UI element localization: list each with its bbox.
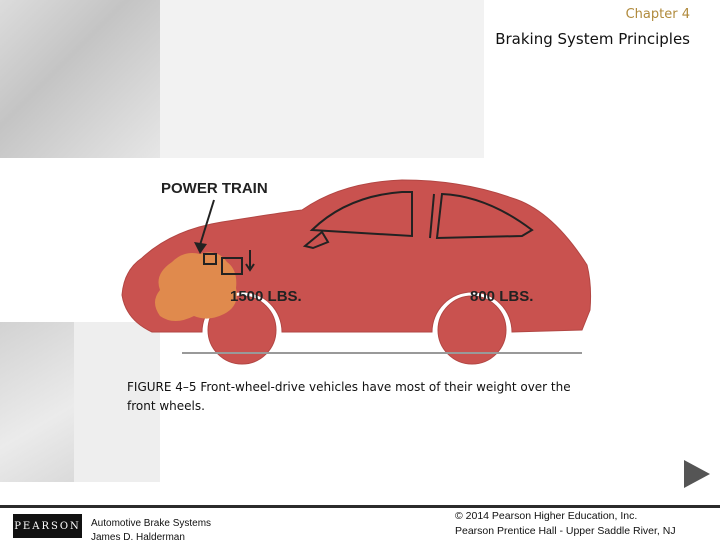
- background-panel-top: [160, 0, 484, 158]
- background-car-image-top: [0, 0, 160, 158]
- side-window: [309, 191, 413, 238]
- copyright: © 2014 Pearson Higher Education, Inc. Pe…: [455, 509, 676, 539]
- pearson-logo: PEARSON: [13, 514, 82, 538]
- pedal-arrow: [245, 250, 255, 272]
- figure-caption: FIGURE 4–5 Front-wheel-drive vehicles ha…: [127, 380, 571, 413]
- slide-title: Braking System Principles: [495, 30, 690, 48]
- next-slide-button[interactable]: [682, 458, 712, 490]
- power-train-weight-figure: POWER TRAIN 1500 LBS. 800 LBS.: [121, 179, 592, 365]
- book-info: Automotive Brake Systems James D. Halder…: [91, 517, 211, 545]
- footer-rule: [0, 505, 720, 508]
- rear-window: [435, 192, 534, 240]
- battery-component: [203, 253, 217, 265]
- power-train-label: POWER TRAIN: [161, 180, 268, 197]
- steering-wheel: [302, 230, 330, 250]
- copyright-line-1: © 2014 Pearson Higher Education, Inc.: [455, 510, 638, 522]
- power-train-arrowhead: [194, 242, 207, 254]
- power-train-arrow: [199, 199, 215, 246]
- front-weight-label: 1500 LBS.: [230, 288, 302, 305]
- rear-weight-label: 800 LBS.: [470, 288, 533, 305]
- engine-block: [155, 252, 237, 321]
- copyright-line-2: Pearson Prentice Hall - Upper Saddle Riv…: [455, 525, 676, 537]
- chapter-label: Chapter 4: [625, 7, 690, 22]
- book-author: James D. Halderman: [91, 532, 185, 543]
- transmission-component: [221, 257, 243, 275]
- play-triangle-icon: [684, 460, 710, 488]
- rear-wheel: [437, 295, 507, 365]
- door-seam: [429, 193, 435, 239]
- slide-header: Chapter 4 Braking System Principles: [495, 6, 690, 50]
- book-title: Automotive Brake Systems: [91, 518, 212, 529]
- background-panel-bottom: [74, 322, 160, 482]
